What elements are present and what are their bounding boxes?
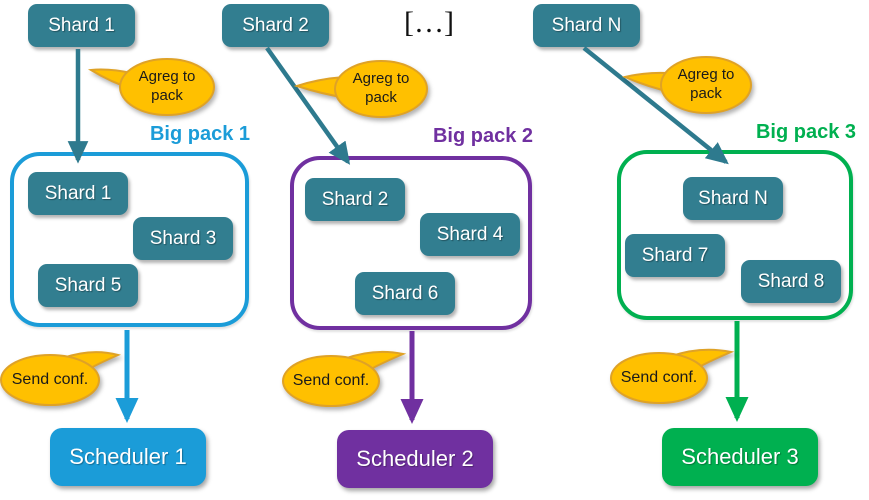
callout-label-send-1: Send conf. xyxy=(11,371,89,388)
big-pack-container-2 xyxy=(290,156,532,330)
shard-node: Shard 6 xyxy=(355,272,455,315)
shard-node: Shard 2 xyxy=(305,178,405,221)
big-pack-title-3: Big pack 3 xyxy=(755,121,856,143)
shard-node: Shard 4 xyxy=(420,213,520,256)
callout-label-send-2: Send conf. xyxy=(292,372,370,389)
shard-node: Shard 7 xyxy=(625,234,725,277)
big-pack-title-2: Big pack 2 xyxy=(432,125,533,147)
shard-source-node-1: Shard 1 xyxy=(28,4,135,47)
shard-source-node-2: Shard 2 xyxy=(222,4,329,47)
shard-node: Shard N xyxy=(683,177,783,220)
callout-label-agreg-3: Agreg to pack xyxy=(677,66,735,102)
aggregate-arrow-2 xyxy=(265,46,351,165)
shard-node: Shard 8 xyxy=(741,260,841,303)
ellipsis-label: […] xyxy=(404,6,454,39)
shard-source-node-3: Shard N xyxy=(533,4,640,47)
scheduler-node-3: Scheduler 3 xyxy=(662,428,818,486)
callout-label-agreg-1: Agreg to pack xyxy=(138,68,196,104)
scheduler-node-2: Scheduler 2 xyxy=(337,430,493,488)
big-pack-title-1: Big pack 1 xyxy=(149,123,250,145)
shard-node: Shard 5 xyxy=(38,264,138,307)
callout-label-send-3: Send conf. xyxy=(620,369,698,386)
big-pack-container-1 xyxy=(10,152,249,327)
callout-label-agreg-2: Agreg to pack xyxy=(352,70,410,106)
shard-node: Shard 1 xyxy=(28,172,128,215)
scheduler-node-1: Scheduler 1 xyxy=(50,428,206,486)
big-pack-container-3 xyxy=(617,150,853,320)
shard-node: Shard 3 xyxy=(133,217,233,260)
